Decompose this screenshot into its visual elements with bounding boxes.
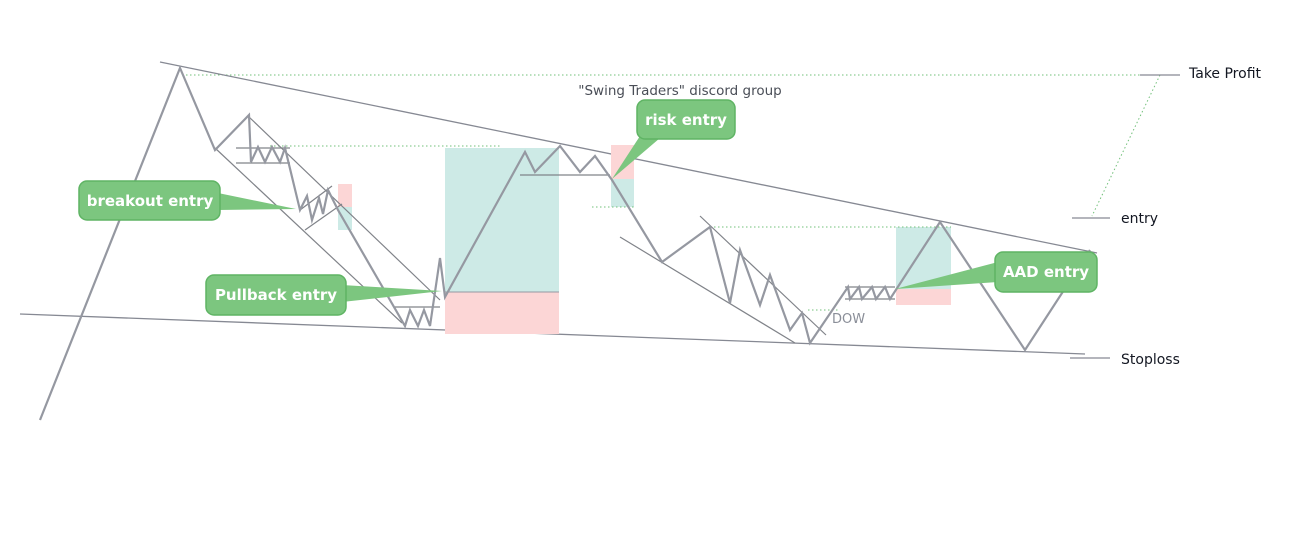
pullback-risk-zone (445, 292, 559, 334)
second-down-channel (619, 215, 827, 344)
dow-label: DOW (832, 312, 865, 327)
risk-entry-callout: risk entry (612, 99, 736, 179)
pullback-profit-zone (445, 148, 559, 292)
group-label: "Swing Traders" discord group (578, 83, 781, 99)
price-path (38, 65, 1091, 421)
entry-label: entry (1121, 211, 1158, 227)
risk-entry-label: risk entry (645, 111, 727, 129)
entry-to-target-dotted-line (1091, 74, 1161, 217)
breakout-entry-callout: breakout entry (78, 180, 296, 221)
risk-entry-risk-zone (611, 145, 634, 179)
breakout-risk-zone (338, 184, 352, 207)
pullback-entry-callout: Pullback entry (205, 274, 442, 316)
breakout-profit-zone (338, 207, 352, 230)
aad-entry-label: AAD entry (1003, 263, 1089, 281)
breakout-entry-label: breakout entry (87, 192, 214, 210)
stoploss-label: Stoploss (1121, 352, 1180, 368)
aad-risk-zone (896, 289, 951, 305)
take-profit-label: Take Profit (1188, 66, 1262, 82)
breakout-flag (299, 185, 343, 231)
pullback-entry-label: Pullback entry (215, 286, 337, 304)
aad-entry-callout: AAD entry (895, 251, 1098, 293)
